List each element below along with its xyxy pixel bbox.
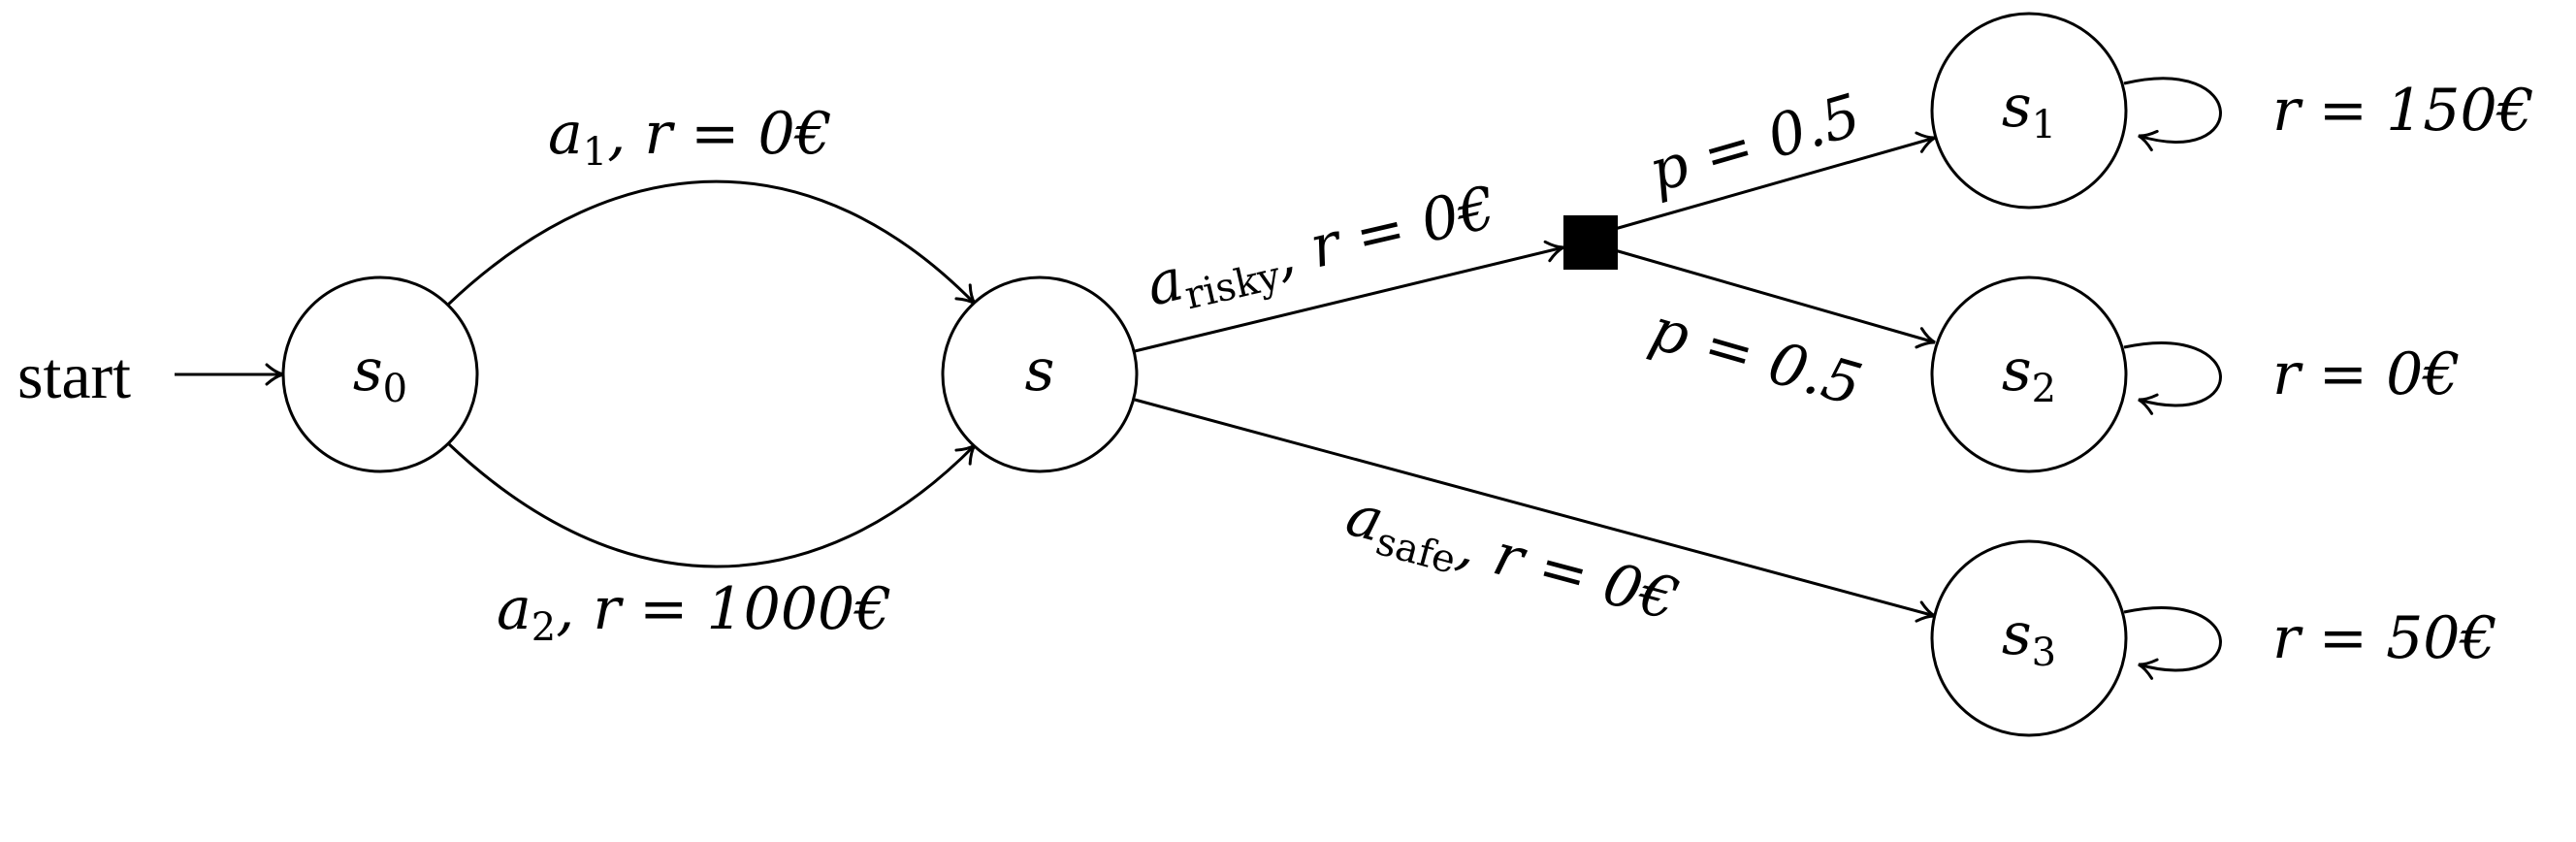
loop-label-s3: r = 50€ — [2272, 604, 2497, 672]
label-s3: s3 — [2002, 600, 2056, 675]
state-node-s3 — [1930, 539, 2128, 737]
label-s: s — [1025, 337, 1055, 405]
edge-risky — [1134, 240, 1564, 353]
label-a1: a1, r = 0€ — [548, 100, 832, 175]
state-node-s2 — [1930, 275, 2128, 473]
loop-label-s1: r = 150€ — [2272, 77, 2534, 145]
label-s1: s1 — [2002, 73, 2056, 147]
edge-a1 — [446, 179, 977, 307]
edge-a2 — [446, 441, 977, 568]
label-a2: a2, r = 1000€ — [497, 575, 891, 650]
self-loop-s2 — [2123, 341, 2222, 415]
self-loop-s3 — [2123, 606, 2222, 680]
edge-p-to-s2 — [1614, 248, 1936, 349]
label-risky: arisky, r = 0€ — [1141, 174, 1504, 327]
self-loop-s1 — [2123, 77, 2222, 152]
label-safe: asafe, r = 0€ — [1337, 481, 1685, 641]
state-node-s0 — [281, 275, 479, 473]
loop-label-s2: r = 0€ — [2272, 340, 2460, 408]
label-s0: s0 — [353, 337, 407, 411]
state-node-s — [941, 275, 1139, 473]
label-prob-s1: p = 0.5 — [1642, 81, 1868, 207]
state-node-s1 — [1930, 12, 2128, 210]
chance-node — [1563, 215, 1618, 270]
edge-p-to-s1 — [1614, 131, 1936, 231]
label-s2: s2 — [2002, 337, 2056, 411]
edge-safe — [1134, 398, 1936, 623]
start-label: start — [17, 339, 131, 412]
